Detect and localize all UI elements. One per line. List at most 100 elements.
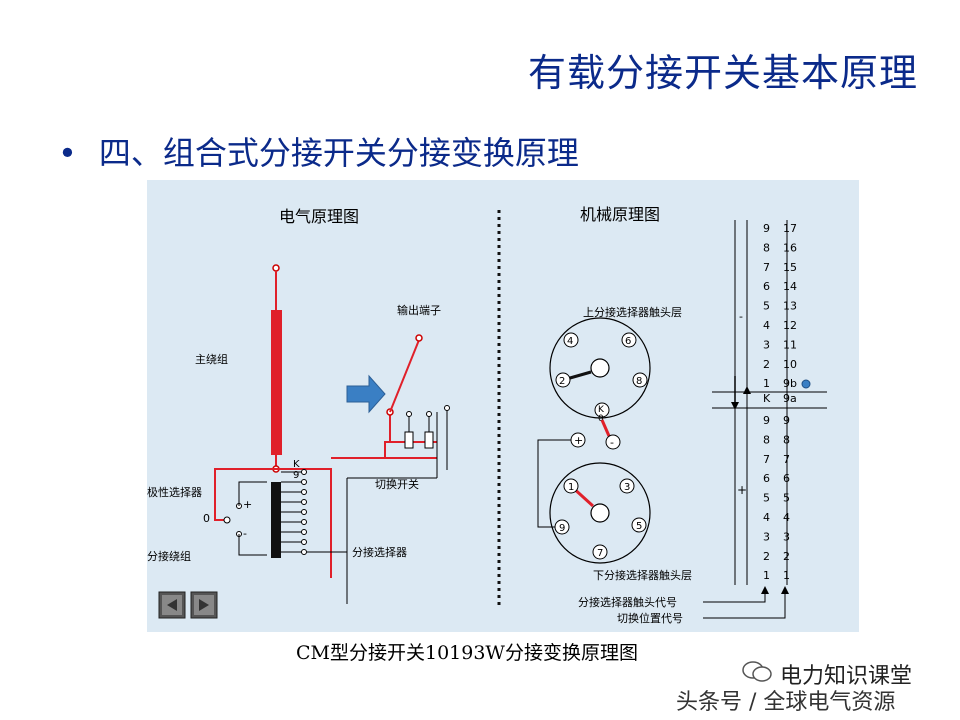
table-left-10: 9 <box>763 414 770 427</box>
bullet-item: • 四、组合式分接开关分接变换原理 <box>58 128 579 174</box>
table-left-3: 6 <box>763 280 770 293</box>
table-right-2: 15 <box>783 261 797 274</box>
next-button[interactable] <box>190 591 218 619</box>
table-left-18: 1 <box>763 569 770 582</box>
position-code-arrow-icon <box>781 586 789 594</box>
table-left-6: 3 <box>763 338 770 351</box>
table-left-4: 5 <box>763 300 770 313</box>
lower-layer-label: 下分接选择器触头层 <box>593 568 692 582</box>
upper-contacts <box>555 332 648 418</box>
table-left-11: 8 <box>763 433 770 446</box>
arrow-down-icon <box>731 402 739 410</box>
table-minus: - <box>739 310 743 323</box>
prev-button[interactable] <box>158 591 186 619</box>
table-left-7: 2 <box>763 358 770 371</box>
table-right-7: 10 <box>783 358 797 371</box>
tap-k-label: K <box>293 459 300 470</box>
polarity-lead-minus <box>238 534 267 556</box>
tap-winding-label: 分接绕组 <box>147 549 191 563</box>
minus-sign: - <box>610 436 614 449</box>
polarity-plus: + <box>243 498 252 511</box>
table-left-16: 3 <box>763 530 770 543</box>
table-right-15: 4 <box>783 511 790 524</box>
lower-contact-5: 5 <box>636 521 642 532</box>
table-right-4: 13 <box>783 300 797 313</box>
table-right-3: 14 <box>783 280 797 293</box>
mechanical-title: 机械原理图 <box>580 205 660 224</box>
diverter-wire-red <box>331 441 437 459</box>
tap-winding <box>271 482 281 558</box>
watermark-line1: 电力知识课堂 <box>780 664 913 689</box>
main-winding <box>271 310 282 455</box>
polarity-zero: 0 <box>203 512 210 525</box>
diagram-caption: CM型分接开关10193W分接变换原理图 <box>296 642 638 664</box>
table-left-5: 4 <box>763 319 770 332</box>
tap-selector-label: 分接选择器 <box>352 545 407 559</box>
table-right-10: 9 <box>783 414 790 427</box>
upper-contact-0: 0 <box>598 414 604 424</box>
table-right-17: 2 <box>783 550 790 563</box>
lower-contacts <box>554 478 647 560</box>
upper-contact-6: 6 <box>625 336 631 347</box>
plus-sign: + <box>574 434 583 447</box>
contact-code-leader <box>703 590 766 603</box>
lower-contact-3: 3 <box>624 482 630 493</box>
position-code-label: 切换位置代号 <box>617 611 683 625</box>
table-right-14: 5 <box>783 492 790 505</box>
operation-arrow-icon <box>346 374 386 414</box>
table-right-8: 9b <box>783 377 797 390</box>
selector-wire-red <box>276 468 332 554</box>
upper-contact-8: 8 <box>636 376 642 387</box>
polarity-arm-red <box>600 419 611 437</box>
contact-code-arrow-icon <box>761 586 769 594</box>
diagram-panel: 电气原理图 机械原理图 主绕组 0 + - 极性选择器 分接绕组 <box>147 180 859 632</box>
diverter-contact-2 <box>406 411 412 417</box>
tap-leads <box>281 471 302 553</box>
polarity-minus: - <box>243 527 247 540</box>
diverter-contact-4 <box>444 405 450 411</box>
upper-contact-4: 4 <box>567 336 573 347</box>
table-right-9: 9a <box>783 392 797 405</box>
table-left-2: 7 <box>763 261 770 274</box>
arrow-up-icon <box>743 386 751 394</box>
upper-selector-hub <box>590 358 610 378</box>
position-indicator <box>801 379 811 389</box>
upper-contact-2: 2 <box>559 376 565 387</box>
electrical-title: 电气原理图 <box>279 207 359 226</box>
diagram-svg: 电气原理图 机械原理图 主绕组 0 + - 极性选择器 分接绕组 <box>147 205 827 625</box>
tap-9-label: 9 <box>293 470 299 481</box>
table-plus: + <box>737 483 747 497</box>
bullet-text: 四、组合式分接开关分接变换原理 <box>98 134 579 172</box>
table-right-13: 6 <box>783 472 790 485</box>
upper-layer-label: 上分接选择器触头层 <box>583 305 682 319</box>
polarity-wire <box>214 468 276 521</box>
table-left-13: 6 <box>763 472 770 485</box>
table-left-12: 7 <box>763 453 770 466</box>
transition-resistor-1 <box>404 431 414 449</box>
top-terminal <box>272 264 280 272</box>
table-right-6: 11 <box>783 338 797 351</box>
lower-contact-1: 1 <box>568 482 574 493</box>
transition-resistor-2 <box>424 431 434 449</box>
bullet-dot: • <box>58 134 77 172</box>
output-lead <box>389 339 420 413</box>
table-left-8: 1 <box>763 377 770 390</box>
next-arrow-icon <box>199 599 209 611</box>
polarity-lead-plus <box>238 481 267 506</box>
lower-selector-hub <box>590 503 610 523</box>
minus-contact <box>605 434 621 450</box>
table-left-14: 5 <box>763 492 770 505</box>
table-right-18: 1 <box>783 569 790 582</box>
table-left-0: 9 <box>763 222 770 235</box>
position-table-rows: 987654321K98765432117161514131211109b9a9… <box>763 222 797 582</box>
table-right-11: 8 <box>783 433 790 446</box>
table-left-9: K <box>763 392 771 405</box>
table-left-15: 4 <box>763 511 770 524</box>
table-right-1: 16 <box>783 241 797 254</box>
position-code-leader <box>703 590 786 619</box>
lower-contact-7: 7 <box>597 548 603 559</box>
wechat-icon <box>742 661 772 682</box>
tap-contacts <box>301 469 307 555</box>
table-right-0: 17 <box>783 222 797 235</box>
polarity-pivot <box>223 516 231 524</box>
